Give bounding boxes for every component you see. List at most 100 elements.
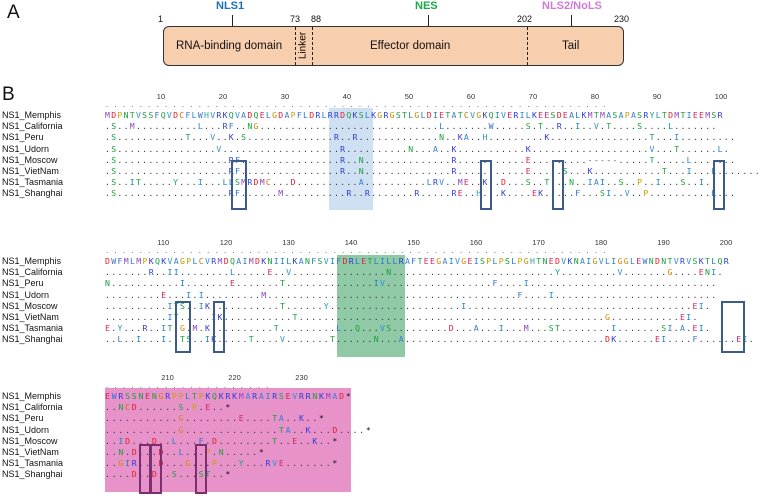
sequence-name: NS1_California: [2, 402, 63, 413]
panel-a-letter: A: [7, 2, 20, 23]
ruler-tick-label: 70: [528, 92, 538, 101]
box-b1-rf: [231, 160, 247, 210]
ruler-tick-label: 30: [280, 92, 290, 101]
ruler-tick-label: 60: [466, 92, 476, 101]
ns1-domain-bar: [163, 26, 624, 66]
alignment-row: ..L..I...I..TS..IK.....T....V.......T...…: [105, 334, 754, 345]
alignment-row: .S..M..........L...RF..NG...............…: [105, 121, 717, 132]
nls1-label: NLS1: [216, 0, 245, 12]
nls2-tick: [571, 15, 572, 27]
ruler-tick-label: 200: [719, 238, 733, 247]
ruler-tick-label: 230: [295, 373, 308, 382]
ruler-tick-label: 90: [652, 92, 662, 101]
rna-binding-domain-label: RNA-binding domain: [176, 40, 283, 52]
sequence-name: NS1_Shanghai: [2, 188, 63, 199]
alignment-row: .S...........T...V..K.S..............R..…: [105, 132, 735, 143]
sequence-name: NS1_Shanghai: [2, 469, 63, 480]
alignment-row: E.Y...R..IT.G.M.K..........T.........L..…: [105, 323, 710, 334]
sequence-name: NS1_Memphis: [2, 110, 62, 120]
sequence-name: NS1_Peru: [2, 278, 44, 289]
sequence-name: NS1_Moscow: [2, 154, 58, 165]
ruler-dots: . . . . . . . . . . . . . . . . . . . .: [105, 382, 274, 390]
linker-label: Linker: [297, 31, 309, 60]
tail-dash: [527, 27, 528, 65]
alignment-row: .S..IT.....Y...I...LLSMRDMC...D.........…: [105, 177, 717, 188]
ruler-tick-label: 40: [342, 92, 352, 101]
panel-b-letter: B: [2, 84, 15, 105]
ruler-tick-label: 100: [714, 92, 728, 101]
ruler-tick-label: 50: [404, 92, 414, 101]
ruler-tick-label: 20: [218, 92, 228, 101]
box-b3-p: [195, 444, 207, 494]
sequence-name: NS1_VietNam: [2, 447, 59, 457]
alignment-row: .S................V...................R.…: [105, 143, 729, 154]
ruler-tick-label: 110: [157, 238, 170, 247]
alignment-row: .S..................RF................R.…: [105, 166, 760, 176]
ruler-tick-label: 220: [228, 373, 241, 382]
sequence-name: NS1_Shanghai: [2, 334, 63, 345]
pos-73: 73: [290, 14, 301, 24]
effector-domain-label: Effector domain: [370, 40, 451, 52]
highlight-block1-blue: [329, 108, 373, 210]
sequence-name: NS1_California: [2, 121, 63, 132]
highlight-block3-pink: [105, 388, 351, 492]
sequence-name: NS1_Memphis: [2, 391, 62, 401]
sequence-name: NS1_Udorn: [2, 289, 50, 300]
ruler-dots: . . . . . . . . . . . . . . . . . . . . …: [105, 101, 611, 109]
sequence-name: NS1_Moscow: [2, 435, 58, 446]
highlight-block2-green: [337, 255, 405, 357]
ruler-tick-label: 170: [532, 238, 545, 247]
pos-202: 202: [517, 14, 533, 24]
alignment-row: ..........ITS..IK...........T......Y....…: [105, 300, 710, 311]
sequence-name: NS1_Peru: [2, 132, 44, 143]
sequence-name: NS1_Peru: [2, 413, 44, 424]
tail-label: Tail: [562, 40, 580, 52]
sequence-name: NS1_Udorn: [2, 424, 50, 435]
nls1-tick: [232, 15, 233, 27]
ruler-tick-label: 210: [161, 373, 174, 382]
pos-1: 1: [158, 14, 164, 24]
box-b1-r: [480, 160, 492, 210]
sequence-name: NS1_Tasmania: [2, 323, 64, 334]
alignment-row: .S..................RF......M..........R…: [105, 188, 735, 199]
box-b1-l: [713, 160, 725, 210]
sequence-name: NS1_Tasmania: [2, 177, 64, 188]
ruler-dots: . . . . . . . . . . . . . . . . . . . . …: [105, 247, 611, 255]
ruler-tick-label: 140: [344, 238, 358, 247]
box-b2-k: [213, 301, 225, 353]
ruler-tick-label: 160: [469, 238, 483, 247]
sequence-name: NS1_California: [2, 267, 63, 278]
sequence-name: NS1_VietNam: [2, 166, 59, 176]
alignment-row: DWFMLMPKQKVAGPLCVRMDQAIMDKNIILKANFSVIFDR…: [105, 256, 729, 266]
sequence-name: NS1_Udorn: [2, 143, 50, 154]
alignment-row: .S..................RF................R.…: [105, 154, 735, 165]
pos-88: 88: [311, 14, 322, 24]
ruler-tick-label: 130: [282, 238, 295, 247]
nes-tick: [428, 15, 429, 27]
alignment-row: N...........I.......E.......T...........…: [105, 278, 717, 289]
ruler-tick-label: 180: [594, 238, 608, 247]
alignment-row: .........E...I.I.........M..............…: [105, 289, 717, 300]
nls2-label: NLS2/NoLS: [542, 0, 602, 12]
linker-left-dash: [295, 27, 296, 65]
ruler-tick-label: 120: [219, 238, 233, 247]
sequence-name: NS1_Tasmania: [2, 458, 64, 469]
ruler-tick-label: 10: [156, 92, 166, 101]
box-b2-it: [175, 301, 191, 353]
box-b1-e: [552, 160, 564, 210]
ruler-tick-label: 80: [590, 92, 600, 101]
alignment-row: .......R..II........L.....E..V..........…: [105, 267, 723, 278]
sequence-name: NS1_Memphis: [2, 256, 62, 266]
ruler-tick-label: 190: [657, 238, 670, 247]
alignment-row: MDPNTVSSFQVDCFLWHVRKQVADQELGDAPFLDRLRRDQ…: [105, 110, 723, 120]
sequence-name: NS1_Moscow: [2, 300, 58, 311]
alignment-row: ..N.D...D..L...P.N.....*: [105, 447, 264, 457]
sequence-name: NS1_VietNam: [2, 312, 59, 322]
box-b2-ei: [721, 301, 745, 353]
